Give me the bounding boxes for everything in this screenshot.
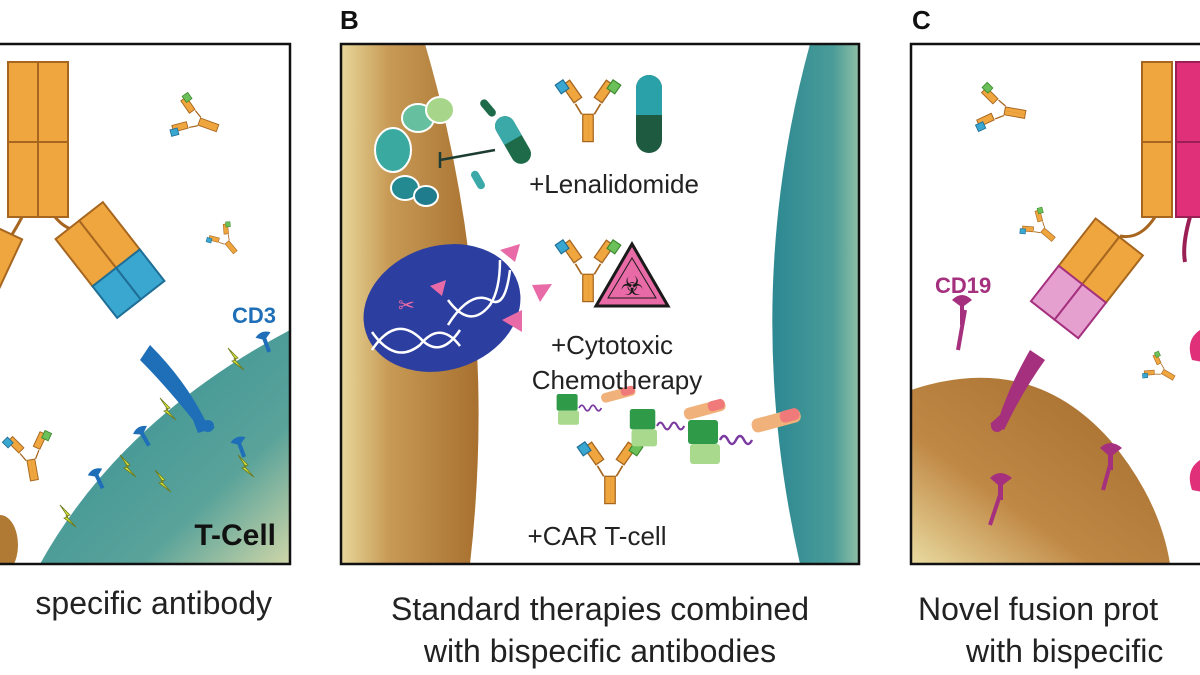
caption-b-line2: with bispecific antibodies: [423, 633, 777, 669]
drug-capsule-icon: [471, 99, 531, 190]
panel-letter-b: B: [340, 5, 359, 35]
bispecific-antibody-large: [0, 61, 215, 433]
cd19-receptor-icon: [952, 295, 972, 351]
panel-b: ✂ ☣: [339, 42, 861, 566]
chemotherapy-label: Chemotherapy: [532, 365, 703, 395]
panel-a: [0, 42, 292, 566]
svg-text:☣: ☣: [620, 272, 643, 302]
panel-a-frame: [0, 42, 292, 566]
panel-letter-c: C: [912, 5, 931, 35]
caption-a: specific antibody: [35, 585, 272, 621]
biohazard-icon: ☣: [593, 241, 671, 308]
caption-b-line1: Standard therapies combined: [390, 591, 810, 627]
car-construct-icon: [688, 408, 801, 464]
car-t-cell-label: +CAR T-cell: [528, 521, 667, 551]
caption-c-line2: with bispecific: [966, 633, 1164, 669]
panel-c: [909, 42, 1200, 566]
cd3-label: CD3: [232, 303, 276, 328]
caption-c-line1: Novel fusion prot: [918, 591, 1159, 627]
fusion-protein-large: [990, 61, 1200, 492]
tumor-cell-membrane: [911, 377, 1170, 564]
cereblon-complex-icon: [374, 96, 496, 207]
cd19-receptor-icon: [1100, 443, 1122, 491]
panel-c-frame: [909, 42, 1200, 566]
chemo-particles-icon: [430, 244, 552, 332]
large-capsule-icon: [636, 75, 662, 153]
panel-b-frame: [339, 42, 861, 566]
t-cell-label: T-Cell: [194, 519, 276, 552]
cd19-label: CD19: [935, 273, 991, 298]
car-construct-icon: [556, 385, 636, 425]
t-cell-membrane: [772, 44, 859, 564]
cd19-receptor-icon: [988, 473, 1012, 526]
lenalidomide-label: +Lenalidomide: [529, 169, 699, 199]
cytotoxic-label: +Cytotoxic: [551, 330, 673, 360]
t-cell-membrane: [40, 330, 290, 564]
car-construct-icon: [629, 398, 726, 447]
dna-damage-icon: ✂: [363, 244, 521, 372]
svg-text:✂: ✂: [398, 293, 415, 317]
tumor-cell-edge: [0, 515, 18, 564]
